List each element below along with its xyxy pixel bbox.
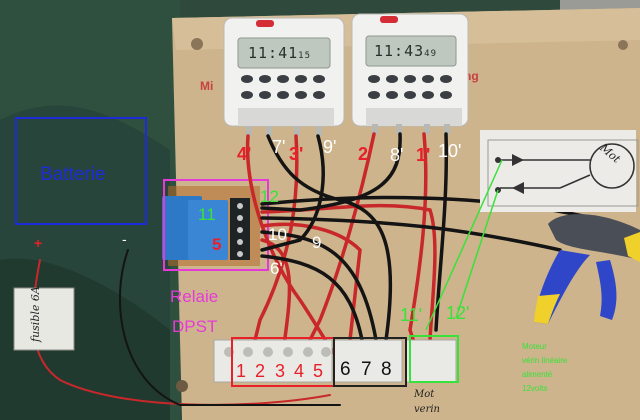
terminal-3p: 3': [289, 144, 304, 164]
strip-7: 7: [361, 359, 372, 380]
left-timer-display: 11:4115: [248, 44, 311, 62]
terminal-11: 11: [198, 205, 216, 224]
terminal-9p: 9': [323, 137, 337, 157]
legend-line: vérin linéaire: [522, 356, 568, 365]
battery-label: Batterie: [40, 164, 106, 185]
right-timer-display: 11:4349: [374, 42, 437, 60]
terminal-1p: 1': [416, 145, 431, 165]
battery-minus-sign: -: [122, 231, 127, 247]
fuse-label: fusible 6A: [29, 286, 42, 342]
relay-label-line2: DPST: [172, 317, 218, 336]
motor-bottom-label-2: verin: [414, 404, 440, 415]
svg-text:Mi: Mi: [200, 79, 213, 93]
terminal-10p: 10': [438, 141, 462, 161]
legend-line: alimenté: [522, 370, 553, 379]
motor-legend: Moteur vérin linéaire alimenté 12volts: [522, 340, 567, 396]
terminal-2p: 2': [358, 144, 373, 164]
battery-plus-sign: +: [34, 235, 43, 251]
strip-8: 8: [381, 359, 392, 380]
terminal-8p: 8': [390, 145, 404, 165]
motor-bottom-label-1: Mot: [414, 389, 435, 400]
strip-4: 4: [294, 361, 305, 381]
right-timer-seconds: 49: [424, 49, 437, 59]
right-timer-time: 11:43: [374, 42, 425, 60]
relay-label-line1: Relaie: [170, 287, 219, 306]
strip-2: 2: [255, 361, 266, 381]
strip-5: 5: [313, 361, 324, 381]
strip-3: 3: [275, 361, 286, 381]
terminal-5-relay: 5: [212, 235, 222, 254]
terminal-4p: 4': [237, 144, 252, 164]
strip-6: 6: [340, 359, 351, 380]
terminal-10-relay: 10: [268, 225, 287, 244]
terminal-11p: 11': [400, 305, 423, 325]
terminal-12p: 12': [446, 303, 470, 323]
terminal-7p: 7': [272, 137, 286, 157]
terminal-12: 12: [260, 187, 279, 206]
terminal-9-relay: 9: [312, 233, 322, 252]
terminal-6p-relay: 6': [270, 259, 283, 278]
legend-line: Moteur: [522, 342, 547, 351]
legend-line: 12volts: [522, 384, 548, 393]
left-timer-seconds: 15: [298, 51, 311, 61]
strip-1: 1: [236, 361, 247, 381]
left-timer-time: 11:41: [248, 44, 299, 62]
